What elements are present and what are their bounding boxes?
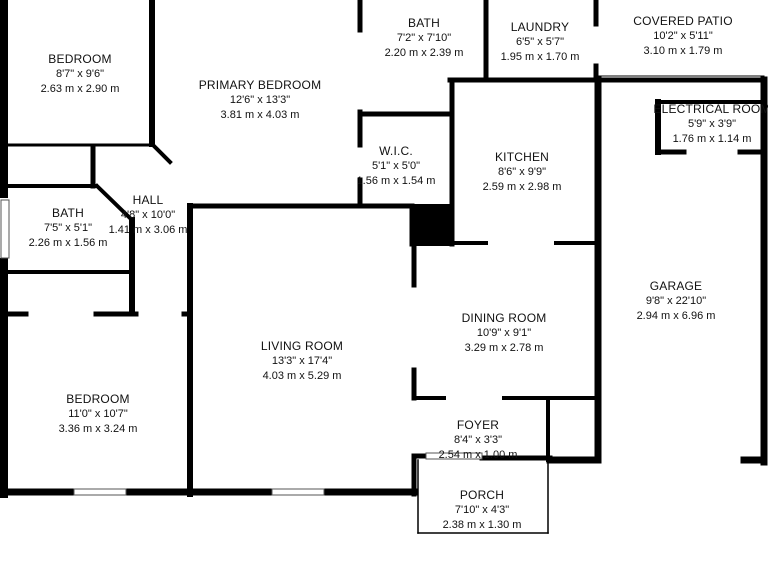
room-name: BEDROOM — [48, 52, 112, 66]
room-label-wic: W.I.C. 5'1" x 5'0" 1.56 m x 1.54 m — [357, 144, 436, 189]
room-label-kitchen: KITCHEN 8'6" x 9'9" 2.59 m x 2.98 m — [483, 150, 562, 195]
room-dimensions-metric: 2.54 m x 1.00 m — [438, 449, 518, 461]
room-dimensions-metric: 3.10 m x 1.79 m — [643, 45, 723, 57]
room-label-bath-1: BATH 7'2" x 7'10" 2.20 m x 2.39 m — [385, 16, 464, 61]
room-label-bedroom-1: BEDROOM 8'7" x 9'6" 2.63 m x 2.90 m — [41, 52, 120, 97]
room-label-dining-room: DINING ROOM 10'9" x 9'1" 3.29 m x 2.78 m — [462, 311, 547, 356]
room-name: BATH — [52, 206, 84, 220]
room-label-bedroom-2: BEDROOM 11'0" x 10'7" 3.36 m x 3.24 m — [59, 392, 138, 437]
room-dimensions-imperial: 5'1" x 5'0" — [371, 160, 421, 172]
room-label-garage: GARAGE 9'8" x 22'10" 2.94 m x 6.96 m — [637, 279, 716, 324]
room-dimensions-imperial: 7'5" x 5'1" — [43, 222, 93, 234]
room-name: PORCH — [459, 488, 505, 502]
room-dimensions-imperial: 9'8" x 22'10" — [645, 295, 707, 307]
room-dimensions-metric: 2.38 m x 1.30 m — [442, 519, 522, 531]
room-name: LIVING ROOM — [260, 339, 344, 353]
room-dimensions-imperial: 8'4" x 3'3" — [453, 434, 503, 446]
room-name: HALL — [132, 193, 164, 207]
room-label-bath-2: BATH 7'5" x 5'1" 2.26 m x 1.56 m — [29, 206, 108, 251]
room-dimensions-imperial: 6'5" x 5'7" — [515, 36, 565, 48]
room-name: PRIMARY BEDROOM — [198, 78, 322, 92]
room-dimensions-imperial: 5'9" x 3'9" — [687, 118, 737, 130]
room-name: KITCHEN — [494, 150, 550, 164]
room-dimensions-metric: 1.76 m x 1.14 m — [672, 133, 752, 145]
room-dimensions-imperial: 4'8" x 10'0" — [120, 209, 176, 221]
room-dimensions-metric: 2.63 m x 2.90 m — [40, 83, 120, 95]
room-dimensions-metric: 1.56 m x 1.54 m — [356, 175, 436, 187]
room-dimensions-metric: 2.59 m x 2.98 m — [482, 181, 562, 193]
room-label-electrical-room: ELECTRICAL ROOM 5'9" x 3'9" 1.76 m x 1.14 … — [653, 102, 768, 147]
room-name: COVERED PATIO — [633, 14, 733, 28]
room-dimensions-metric: 2.94 m x 6.96 m — [636, 310, 716, 322]
room-name: FOYER — [456, 418, 500, 432]
room-dimensions-metric: 2.20 m x 2.39 m — [384, 47, 464, 59]
room-label-primary-bedroom: PRIMARY BEDROOM 12'6" x 13'3" 3.81 m x 4.0… — [199, 78, 322, 123]
room-dimensions-imperial: 12'6" x 13'3" — [229, 94, 291, 106]
room-name: BATH — [408, 16, 440, 30]
room-dimensions-metric: 1.41 m x 3.06 m — [108, 224, 188, 236]
room-dimensions-metric: 3.29 m x 2.78 m — [464, 342, 544, 354]
room-label-foyer: FOYER 8'4" x 3'3" 2.54 m x 1.00 m — [439, 418, 518, 463]
room-label-living-room: LIVING ROOM 13'3" x 17'4" 4.03 m x 5.29 m — [261, 339, 343, 384]
room-dimensions-imperial: 7'2" x 7'10" — [396, 32, 452, 44]
room-name: LAUNDRY — [510, 20, 570, 34]
room-label-porch: PORCH 7'10" x 4'3" 2.38 m x 1.30 m — [443, 488, 522, 533]
room-name: DINING ROOM — [461, 311, 547, 325]
room-name: W.I.C. — [379, 144, 413, 158]
room-name: GARAGE — [649, 279, 703, 293]
room-dimensions-metric: 3.81 m x 4.03 m — [220, 109, 300, 121]
room-dimensions-imperial: 11'0" x 10'7" — [68, 408, 128, 420]
room-dimensions-imperial: 10'9" x 9'1" — [476, 327, 532, 339]
room-name: ELECTRICAL ROOM — [653, 102, 768, 116]
room-dimensions-imperial: 10'2" x 5'11" — [653, 30, 713, 42]
room-dimensions-imperial: 8'7" x 9'6" — [55, 68, 105, 80]
room-dimensions-metric: 4.03 m x 5.29 m — [262, 370, 342, 382]
room-dimensions-imperial: 8'6" x 9'9" — [497, 166, 547, 178]
room-label-covered-patio: COVERED PATIO 10'2" x 5'11" 3.10 m x 1.79 … — [633, 14, 733, 59]
room-dimensions-metric: 1.95 m x 1.70 m — [500, 51, 580, 63]
room-dimensions-metric: 3.36 m x 3.24 m — [58, 423, 138, 435]
room-dimensions-metric: 2.26 m x 1.56 m — [28, 237, 108, 249]
room-label-hall: HALL 4'8" x 10'0" 1.41 m x 3.06 m — [109, 193, 188, 238]
room-label-laundry: LAUNDRY 6'5" x 5'7" 1.95 m x 1.70 m — [501, 20, 580, 65]
room-dimensions-imperial: 13'3" x 17'4" — [271, 355, 333, 367]
room-dimensions-imperial: 7'10" x 4'3" — [454, 504, 510, 516]
room-name: BEDROOM — [66, 392, 130, 406]
